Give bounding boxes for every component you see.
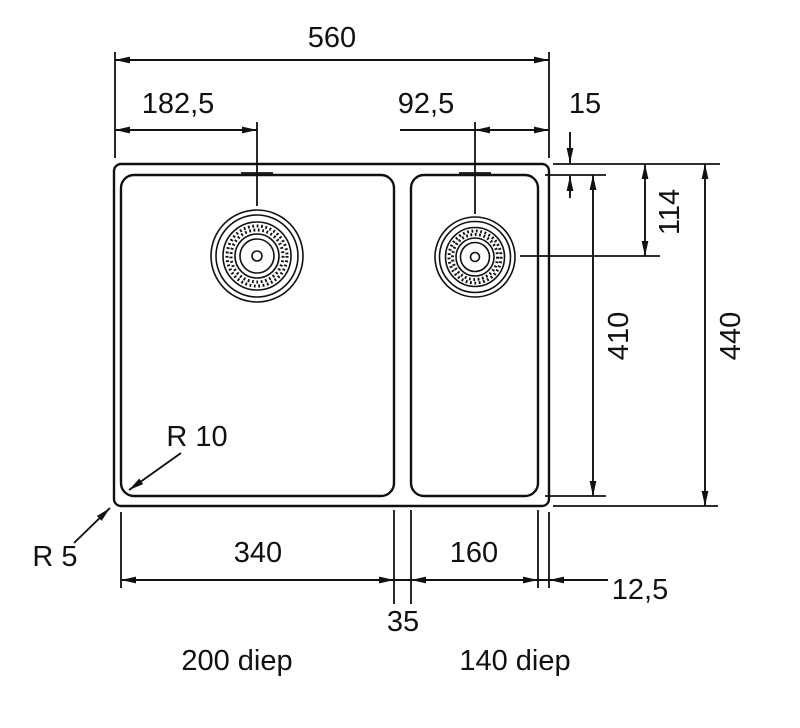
right-bowl — [409, 173, 540, 498]
dim-outer-radius-label: R 5 — [32, 541, 77, 573]
left-bowl-depth-label: 200 diep — [181, 645, 292, 677]
dim-right-bowl-width-label: 160 — [450, 537, 498, 569]
dimension-drain-from-rear: 114 — [641, 164, 686, 256]
dim-inner-radius-label: R 10 — [166, 421, 227, 453]
sink-outline — [112, 162, 551, 508]
dimension-left-drain-offset: 182,5 — [115, 88, 257, 134]
dimension-overall-width: 560 — [115, 22, 549, 64]
right-bowl-depth-label: 140 diep — [459, 645, 570, 677]
dimension-overall-depth: 440 — [701, 164, 747, 506]
left-drain-icon — [210, 209, 304, 303]
dimension-bottom-chain: 340 160 35 12,5 — [121, 537, 668, 638]
dimension-bowl-length: 410 — [589, 175, 635, 496]
dim-divider-width-label: 35 — [387, 606, 419, 638]
dim-left-drain-offset-label: 182,5 — [142, 88, 215, 120]
dim-drain-from-rear-label: 114 — [654, 189, 686, 235]
dim-left-bowl-width-label: 340 — [234, 537, 282, 569]
dim-side-rim-label: 12,5 — [612, 574, 668, 606]
dimension-rear-rim: 15 — [566, 88, 601, 198]
dim-overall-width-label: 560 — [308, 22, 356, 54]
right-drain-icon — [434, 216, 516, 298]
left-bowl — [119, 173, 396, 498]
dimension-right-drain-offset: 92,5 — [398, 88, 549, 134]
dim-overall-depth-label: 440 — [715, 312, 747, 360]
dim-rear-rim-label: 15 — [569, 88, 601, 120]
dim-right-drain-offset-label: 92,5 — [398, 88, 454, 120]
radius-callout-outer: R 5 — [32, 507, 111, 573]
depth-labels: 200 diep 140 diep — [181, 645, 570, 677]
radius-callout-inner: R 10 — [128, 421, 228, 491]
dim-bowl-length-label: 410 — [603, 312, 635, 360]
